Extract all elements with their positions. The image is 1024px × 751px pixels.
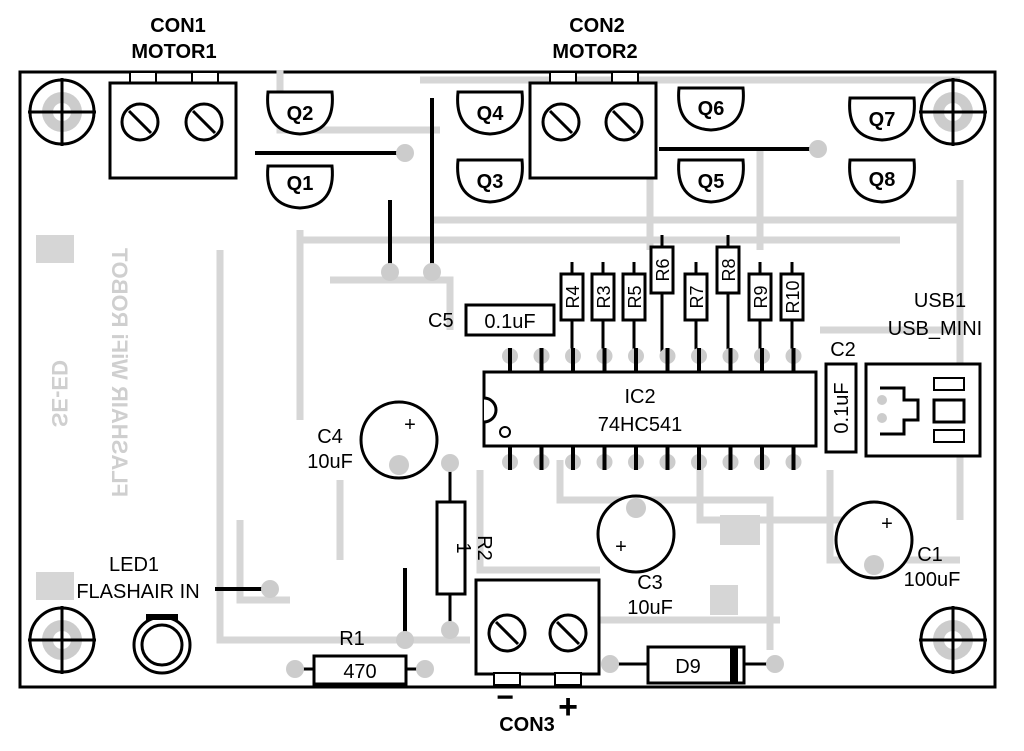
led1-flashair-in: LED1 FLASHAIR IN [76,554,200,675]
c5-ref: C5 [428,310,454,332]
ic2-pins [502,348,802,470]
c3-plus: + [615,536,627,558]
resistor-r4: R4 [559,262,585,355]
capacitor-c5: C5 0.1uF [428,303,556,337]
led1-ref: LED1 [109,554,159,576]
usb1-value: USB_MINI [888,318,982,340]
capacitor-c3: + C3 10uF [596,494,676,619]
c4-plus: + [404,414,416,436]
jumper-wires [215,98,818,640]
con1-motor1-connector: CON1 MOTOR1 [108,15,238,180]
ic2-74hc541: IC2 74HC541 [482,348,818,470]
con1-ref: CON1 [150,15,206,37]
con1-value: MOTOR1 [131,41,216,63]
con3-power-connector: − + CON3 [474,578,601,736]
mounting-hole-bl [28,606,96,674]
resistor-r6: R6 [649,235,675,355]
resistor-r8: R8 [715,235,741,355]
ic2-ref: IC2 [624,386,655,408]
q4-label: Q4 [477,103,505,125]
c1-value: 100uF [904,569,961,591]
q5-label: Q5 [698,171,725,193]
r2-value: 1 [452,542,474,553]
diode-d9: D9 [601,645,784,685]
r7-label: R7 [687,285,707,308]
r5-label: R5 [625,285,645,308]
r6-label: R6 [653,258,673,281]
con2-ref: CON2 [569,15,625,37]
resistor-r1: R1 470 [286,628,434,686]
resistor-r2: 1 R2 [435,454,495,639]
con2-motor2-connector: CON2 MOTOR2 [528,15,658,180]
d9-ref: D9 [675,656,701,678]
r8-label: R8 [719,258,739,281]
resistor-r7: R7 [683,262,709,355]
c3-value: 10uF [627,597,673,619]
transistor-q8: Q8 [848,158,916,204]
transistor-q5: Q5 [677,158,745,204]
r10-label: R10 [783,280,803,313]
con3-plus: + [558,688,578,726]
c4-value: 10uF [307,451,353,473]
transistor-q3: Q3 [456,158,524,204]
c1-plus: + [881,513,893,535]
c4-ref: C4 [317,426,343,448]
c2-value: 0.1uF [831,382,853,433]
jumper-pads [261,140,827,649]
usb1-ref: USB1 [914,290,966,312]
c1-ref: C1 [917,544,943,566]
ghost-text-robot: FLASHAIR WiFi ROBOT [107,247,132,497]
led1-value: FLASHAIR IN [76,581,199,603]
c5-value: 0.1uF [484,311,535,333]
r1-ref: R1 [339,628,365,650]
c3-ref: C3 [637,572,663,594]
capacitor-c2: C2 0.1uF [824,339,858,454]
ghost-text-seed: SE-ED [47,360,72,427]
capacitor-c4: + C4 10uF [307,400,439,480]
transistor-q6: Q6 [677,86,745,132]
transistor-q2: Q2 [266,90,334,136]
r4-label: R4 [563,285,583,308]
q2-label: Q2 [287,103,314,125]
q3-label: Q3 [477,171,504,193]
r3-label: R3 [594,285,614,308]
usb1-mini: USB1 USB_MINI [864,290,982,458]
con3-minus: − [496,681,514,714]
transistor-q1: Q1 [266,164,334,210]
resistor-r5: R5 [621,262,647,355]
r9-label: R9 [751,285,771,308]
r1-value: 470 [343,661,376,683]
c2-ref: C2 [830,339,856,361]
transistors: Q2 Q1 Q4 Q3 Q6 Q5 Q7 Q8 [266,86,916,210]
bottom-traces [36,70,964,650]
resistor-r3: R3 [590,262,616,355]
mounting-hole-tl [28,78,96,146]
transistor-q7: Q7 [848,96,916,142]
q6-label: Q6 [698,98,725,120]
ic2-value: 74HC541 [598,414,683,436]
r2-ref: R2 [473,535,495,561]
resistor-r10: R10 [779,262,805,355]
mounting-hole-br [919,606,987,674]
con3-ref: CON3 [499,714,555,736]
resistor-r9: R9 [747,262,773,355]
capacitor-c1: + C1 100uF [834,500,961,591]
q1-label: Q1 [287,173,314,195]
transistor-q4: Q4 [456,90,524,136]
mirrored-silkscreen: FLASHAIR WiFi ROBOT SE-ED [47,247,132,497]
con2-value: MOTOR2 [552,41,637,63]
q8-label: Q8 [869,169,896,191]
q7-label: Q7 [869,109,896,131]
mounting-holes [28,78,987,674]
mounting-hole-tr [919,78,987,146]
